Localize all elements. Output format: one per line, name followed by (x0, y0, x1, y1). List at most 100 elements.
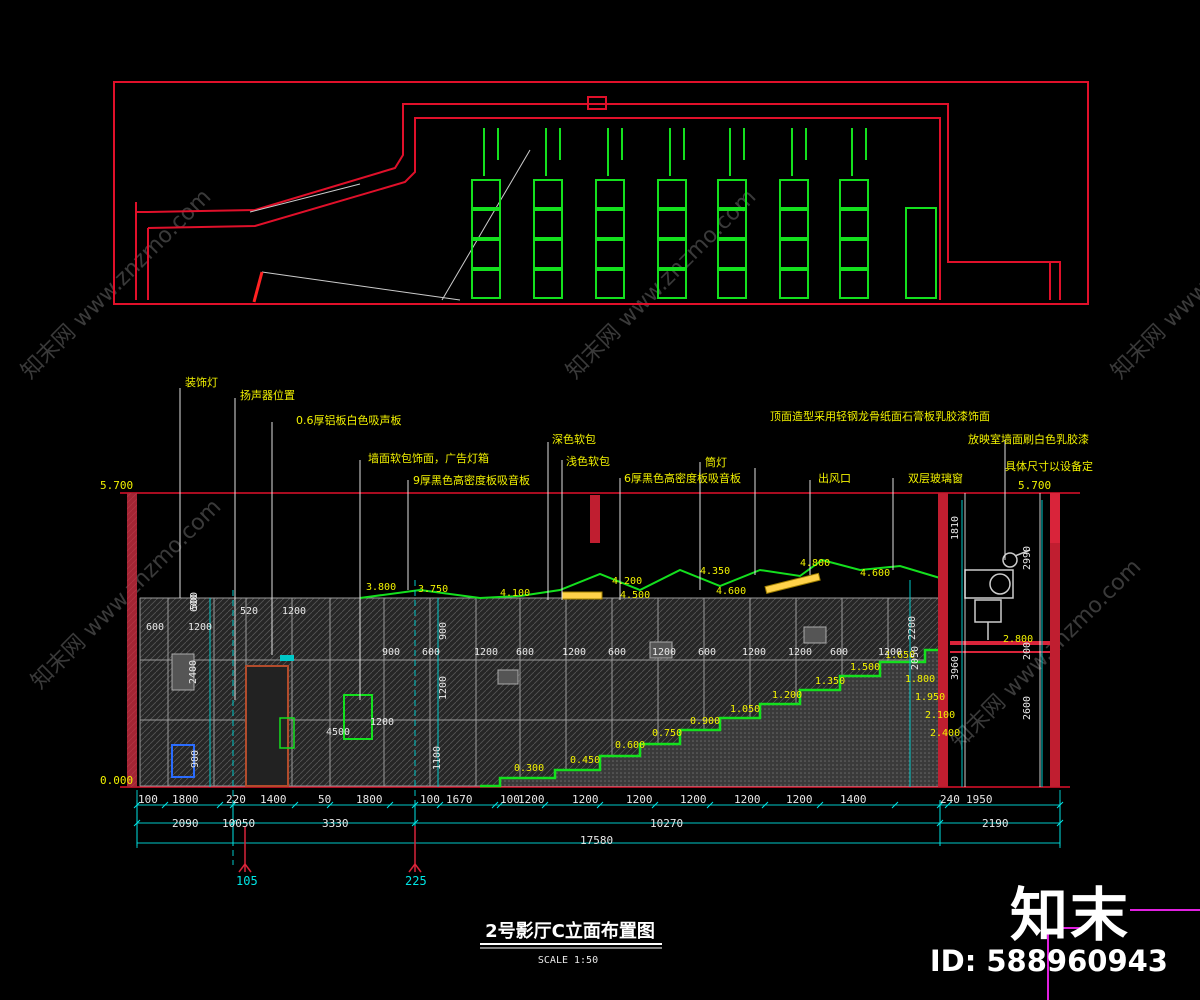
watermark-text: 知末网 www.znzmo.com (1107, 184, 1200, 384)
elevation-top-left: 5.700 (100, 479, 133, 492)
elevation-top-right: 5.700 (1018, 479, 1051, 492)
dim-row1-11: 1200 (626, 793, 653, 806)
dim-row1-10: 1200 (572, 793, 599, 806)
wall-dim-3: 1200 (282, 606, 306, 617)
wall-dim-17: 2400 (188, 660, 199, 684)
dim-row2-1: 10050 (222, 817, 255, 830)
dim-row1-15: 1400 (840, 793, 867, 806)
watermark-text: 知末网 www.znzmo.com (947, 554, 1147, 754)
dim-row1-6: 100 (420, 793, 440, 806)
step-label-3: 0.750 (652, 728, 682, 739)
ceiling-label-1: 3.750 (418, 584, 448, 595)
wall-dim-8: 1200 (562, 647, 586, 658)
dim-row2-2: 3330 (322, 817, 349, 830)
dim-row1-12: 1200 (680, 793, 707, 806)
wall-dim-5: 600 (422, 647, 440, 658)
callout-9: 出风口 (818, 471, 851, 485)
wall-dim-31: 200 (1022, 642, 1033, 660)
dim-row1-4: 50 (318, 793, 331, 806)
wall-dim-30: 2600 (1022, 696, 1033, 720)
wall-dim-15: 1200 (878, 647, 902, 658)
step-label-7: 1.350 (815, 676, 845, 687)
wall-dim-18: 900 (190, 750, 201, 768)
wall-dim-14: 600 (830, 647, 848, 658)
wall-dim-21: 1200 (370, 717, 394, 728)
dim-row1-5: 1800 (356, 793, 383, 806)
callout-11: 顶面造型采用轻钢龙骨纸面石膏板乳胶漆饰面 (770, 409, 990, 423)
step-label-13: 2.400 (930, 728, 960, 739)
callout-10: 双层玻璃窗 (908, 471, 963, 485)
wall-dim-10: 1200 (652, 647, 676, 658)
dim-row1-7: 1670 (446, 793, 473, 806)
projector-icon (964, 549, 1031, 640)
wall-dim-0: 600 (146, 622, 164, 633)
wall-dim-9: 600 (608, 647, 626, 658)
wall-dim-29: 2990 (1022, 546, 1033, 570)
grid-marker-225: 225 (405, 874, 427, 888)
callout-3: 墙面软包饰面，广告灯箱 (368, 451, 489, 465)
wall-dim-22: 1100 (432, 746, 443, 770)
step-label-1: 0.450 (570, 755, 600, 766)
wall-dim-6: 1200 (474, 647, 498, 658)
wall-dim-12: 1200 (742, 647, 766, 658)
wall-dim-28: 3960 (950, 656, 961, 680)
wall-dim-13: 1200 (788, 647, 812, 658)
dim-row1-14: 1200 (786, 793, 813, 806)
step-label-5: 1.050 (730, 704, 760, 715)
callout-7: 6厚黑色高密度板吸音板 (624, 471, 741, 485)
dim-row1-9: 1200 (518, 793, 545, 806)
wall-dim-19: 500 (189, 592, 200, 610)
dim-row1-8: 100 (500, 793, 520, 806)
callout-8: 筒灯 (705, 455, 727, 469)
step-label-2: 0.600 (615, 740, 645, 751)
wall-dim-27: 1810 (950, 516, 961, 540)
callout-2: 0.6厚铝板白色吸声板 (296, 413, 402, 427)
wall-dim-16: 600 (189, 594, 200, 612)
callout-5: 深色软包 (552, 432, 596, 446)
dim-row1-0: 100 (138, 793, 158, 806)
callout-4: 9厚黑色高密度板吸音板 (413, 473, 530, 487)
dim-row1-1: 1800 (172, 793, 199, 806)
wall-dim-25: 2200 (907, 616, 918, 640)
ceiling-label-8: 4.600 (860, 568, 890, 579)
drawing-scale: SCALE 1:50 (538, 955, 598, 966)
step-label-0: 0.300 (514, 763, 544, 774)
ceiling-label-9: 2.800 (1003, 634, 1033, 645)
callout-6: 浅色软包 (566, 454, 610, 468)
wall-dim-7: 600 (516, 647, 534, 658)
step-label-9: 1.650 (885, 650, 915, 661)
ceiling-label-7: 4.800 (800, 558, 830, 569)
dim-row1-17: 1950 (966, 793, 993, 806)
step-label-11: 1.950 (915, 692, 945, 703)
step-label-10: 1.800 (905, 674, 935, 685)
ceiling-label-5: 4.350 (700, 566, 730, 577)
dim-total: 17580 (580, 834, 613, 847)
dim-row1-16: 240 (940, 793, 960, 806)
elevation-ground: 0.000 (100, 774, 133, 787)
image-id: ID: 588960943 (929, 944, 1168, 978)
wall-dim-24: 900 (438, 622, 449, 640)
ceiling-label-4: 4.500 (620, 590, 650, 601)
dim-row2-0: 2090 (172, 817, 199, 830)
callout-13: 具体尺寸以设备定 (1005, 459, 1093, 473)
dim-row1-3: 1400 (260, 793, 287, 806)
wall-dim-4: 900 (382, 647, 400, 658)
step-label-12: 2.100 (925, 710, 955, 721)
dim-row1-13: 1200 (734, 793, 761, 806)
dim-row2-4: 2190 (982, 817, 1009, 830)
ceiling-label-2: 4.100 (500, 588, 530, 599)
elevation-view (120, 388, 1080, 873)
callout-1: 扬声器位置 (240, 388, 295, 402)
wall-dim-1: 1200 (188, 622, 212, 633)
watermark-text: 知末网 www.znzmo.com (17, 184, 217, 384)
step-label-6: 1.200 (772, 690, 802, 701)
callout-12: 放映室墙面刷白色乳胶漆 (968, 432, 1089, 446)
watermark-text: 知末网 www.znzmo.com (562, 184, 762, 384)
step-label-4: 0.900 (690, 716, 720, 727)
dim-row1-2: 220 (226, 793, 246, 806)
wall-dim-20: 4500 (326, 727, 350, 738)
grid-marker-105: 105 (236, 874, 258, 888)
section-view (113, 81, 1089, 305)
step-label-8: 1.500 (850, 662, 880, 673)
